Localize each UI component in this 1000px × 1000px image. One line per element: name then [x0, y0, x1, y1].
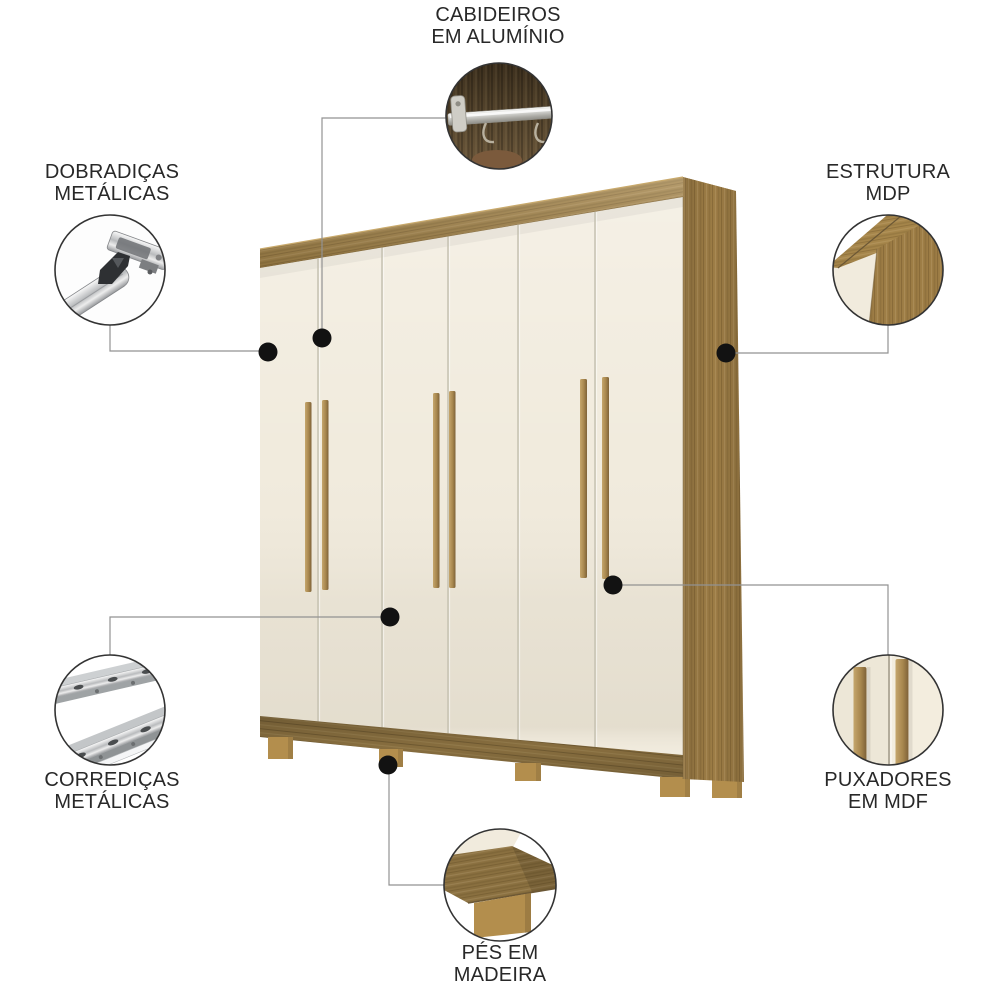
doors-shading	[260, 197, 683, 755]
foot-edge	[398, 749, 403, 767]
base-shade	[260, 716, 683, 779]
label-line: METÁLICAS	[54, 182, 170, 205]
handle	[305, 402, 312, 592]
circle-dobradicas	[54, 214, 166, 326]
handle	[580, 379, 587, 578]
foot-edge	[685, 777, 690, 797]
wooden-feet-icon	[444, 829, 556, 941]
dot-puxadores	[603, 575, 623, 595]
label-line: DOBRADIÇAS	[44, 161, 180, 183]
connector-dobradicas	[109, 325, 268, 352]
circle-estrutura	[832, 214, 944, 326]
label-line: MADEIRA	[453, 963, 547, 986]
label-line: EM ALUMÍNIO	[431, 25, 565, 48]
side-shade	[683, 177, 744, 782]
handle	[433, 393, 440, 588]
foot-edge	[536, 763, 541, 781]
circle-corredicas	[54, 654, 166, 766]
circle-puxadores	[832, 654, 944, 766]
door-handles	[305, 377, 609, 592]
callout-label-corredicas: CORREDIÇAS METÁLICAS	[0, 769, 224, 813]
top-band-highlight	[259, 176, 684, 250]
label-line: PÉS EM	[461, 942, 539, 964]
connector-cabideiros	[321, 117, 446, 338]
label-line: PUXADORES	[824, 769, 952, 791]
label-line: METÁLICAS	[54, 790, 170, 813]
connector-pes	[388, 765, 444, 886]
foot	[515, 763, 541, 781]
top-band-shade	[260, 177, 683, 268]
connector-estrutura	[726, 325, 889, 354]
connector-puxadores	[613, 584, 889, 655]
drawer-slides-icon	[55, 655, 165, 765]
handle	[449, 391, 456, 588]
callout-label-cabideiros: CABIDEIROS EM ALUMÍNIO	[348, 4, 648, 48]
hanging-rod-icon	[446, 63, 552, 169]
label-line: ESTRUTURA	[825, 161, 951, 183]
dot-cabideiros	[312, 328, 332, 348]
callout-label-dobradicas: DOBRADIÇAS METÁLICAS	[0, 161, 224, 205]
label-line: MDP	[865, 182, 911, 205]
connector-corredicas	[109, 616, 390, 655]
callout-connectors	[109, 117, 889, 886]
callout-circle-outlines	[54, 62, 944, 942]
handle	[602, 377, 609, 579]
callout-label-puxadores: PUXADORES EM MDF	[763, 769, 1000, 813]
handle	[322, 400, 329, 590]
circle-pes	[443, 828, 557, 942]
label-line: CABIDEIROS	[435, 4, 561, 26]
callout-label-pes: PÉS EM MADEIRA	[375, 942, 625, 986]
callout-dots	[258, 328, 736, 775]
foot	[268, 737, 293, 759]
door-gaps	[317, 212, 596, 747]
callout-label-estrutura: ESTRUTURA MDP	[763, 161, 1000, 205]
mdp-corner-icon	[833, 215, 943, 325]
label-line: EM MDF	[847, 790, 929, 813]
wardrobe	[259, 176, 744, 798]
foot	[660, 777, 690, 797]
dot-dobradicas	[258, 342, 278, 362]
wardrobe-feet	[268, 737, 742, 798]
label-line: CORREDIÇAS	[44, 769, 180, 791]
circle-cabideiros	[445, 62, 553, 170]
foot-edge	[737, 776, 742, 798]
mdf-handles-icon	[833, 655, 943, 765]
foot-edge	[288, 737, 293, 759]
doors-top-shadow	[260, 197, 683, 278]
dot-corredicas	[380, 607, 400, 627]
metal-hinge-icon	[55, 215, 165, 325]
dot-estrutura	[716, 343, 736, 363]
dot-pes	[378, 755, 398, 775]
